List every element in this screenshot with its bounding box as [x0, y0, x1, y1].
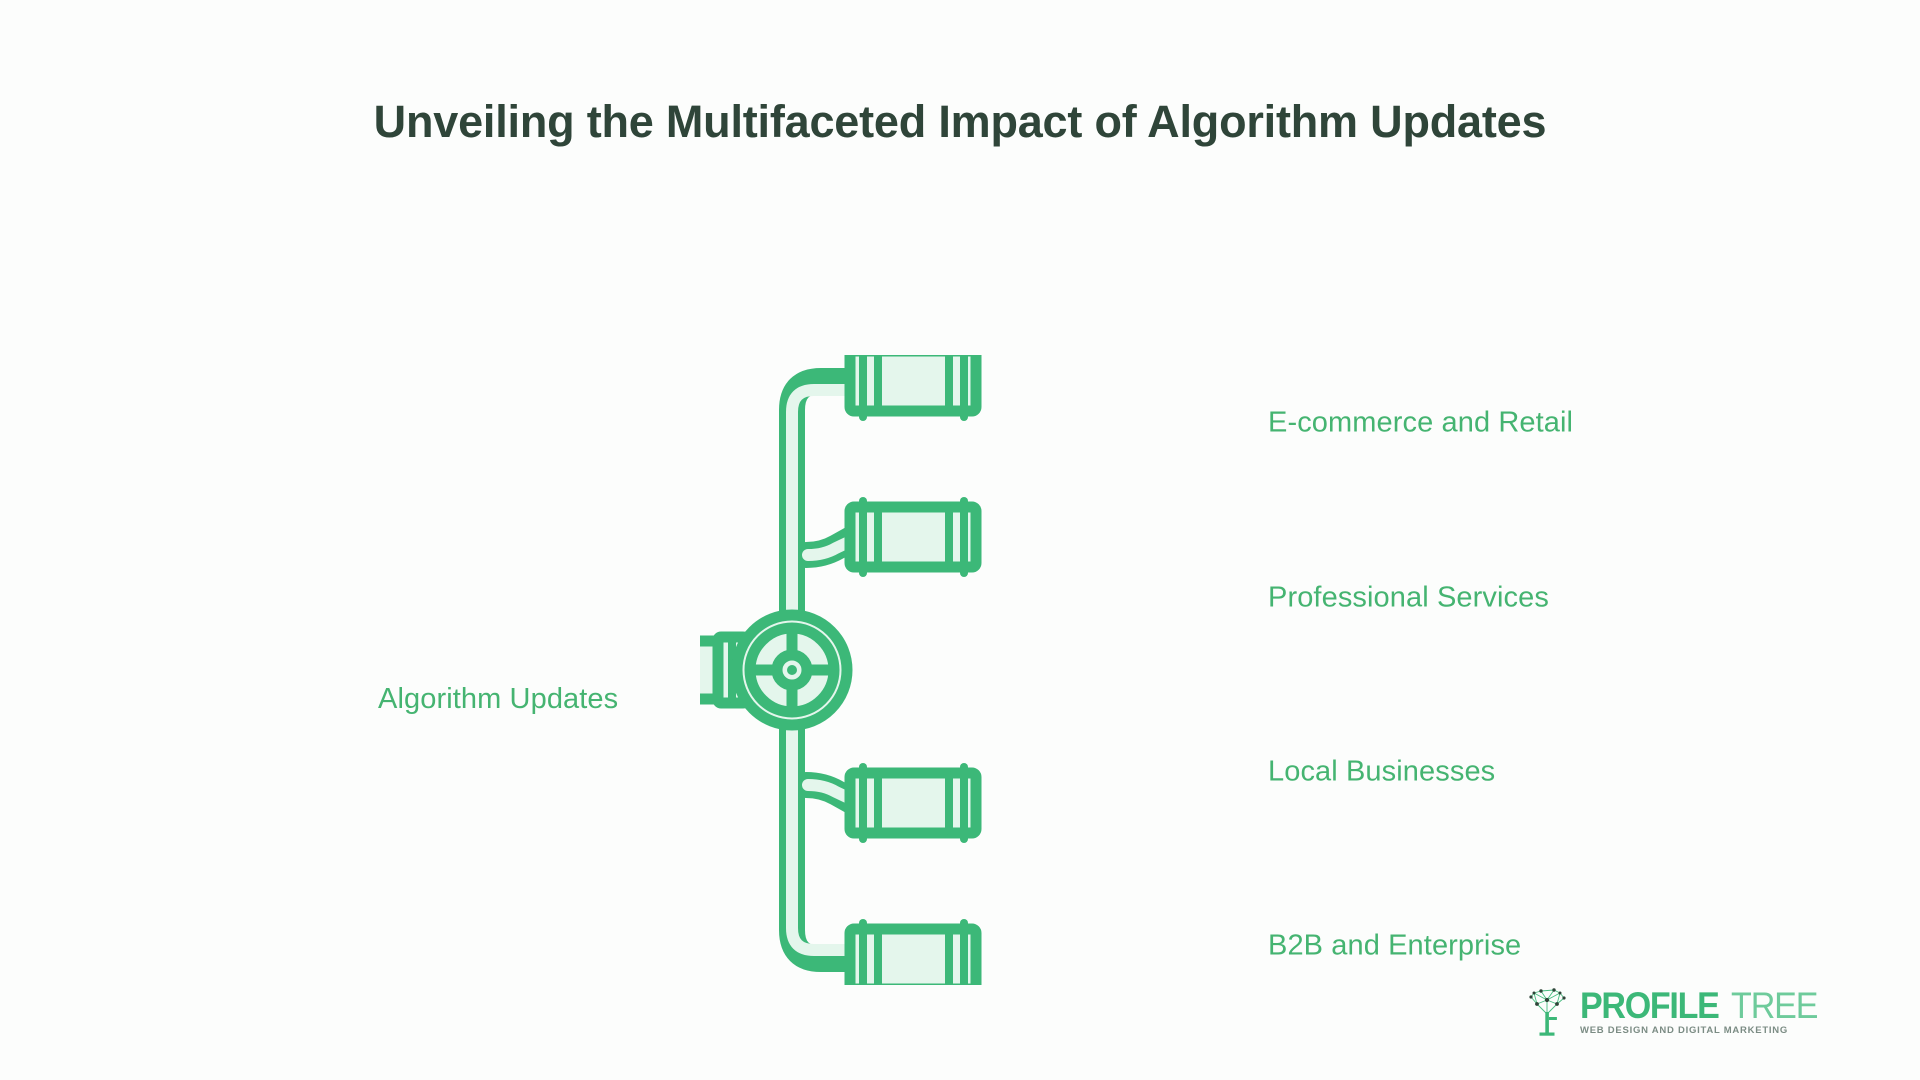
network-tree-icon	[1529, 988, 1566, 1036]
logo-wordmark: PROFILE TREE	[1580, 985, 1824, 1026]
pipe-diagram-svg: .pipe-body { fill:#e4f6ec; stroke:#3cb87…	[700, 355, 982, 985]
branch-label-b2b: B2B and Enterprise	[1268, 929, 1522, 962]
logo-tagline: WEB DESIGN AND DIGITAL MARKETING	[1580, 1025, 1789, 1036]
branch-label-local: Local Businesses	[1268, 755, 1496, 788]
pipe-trunk-inner	[786, 384, 861, 956]
pipe-outlet-icon-local	[844, 763, 982, 843]
logo-word-profile: PROFILE	[1580, 985, 1720, 1026]
profiletree-logo: PROFILE TREE WEB DESIGN AND DIGITAL MARK…	[1523, 984, 1824, 1036]
pipe-outlet-icon-ecommerce	[844, 355, 982, 421]
logo-text: PROFILE TREE WEB DESIGN AND DIGITAL MARK…	[1580, 987, 1824, 1036]
source-label: Algorithm Updates	[378, 683, 619, 715]
pipe-outlet-icon-professional	[844, 497, 982, 577]
branch-label-ecommerce: E-commerce and Retail	[1268, 406, 1574, 439]
page-title: Unveiling the Multifaceted Impact of Alg…	[373, 96, 1547, 147]
pipe-outlet-icon-b2b	[844, 919, 982, 985]
logo-word-tree: TREE	[1730, 985, 1818, 1026]
valve-wheel-icon	[731, 609, 853, 731]
branch-label-professional: Professional Services	[1268, 581, 1549, 614]
